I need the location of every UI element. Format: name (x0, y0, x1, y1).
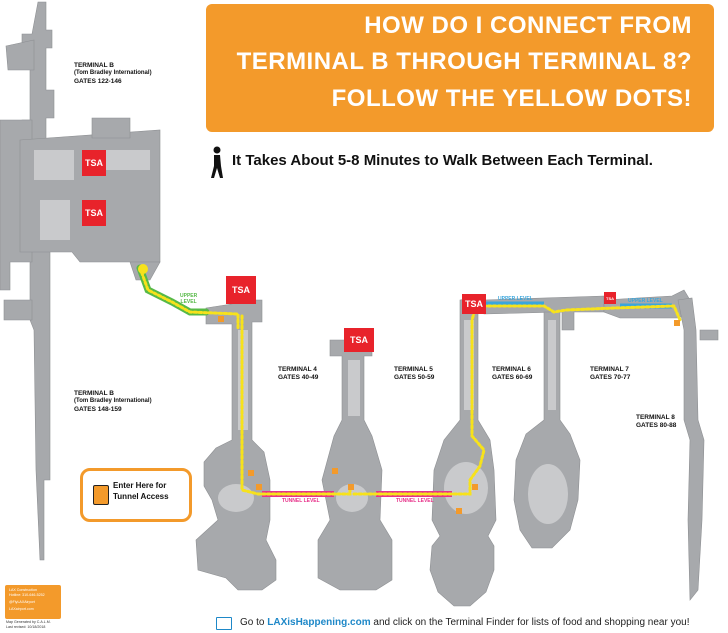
terminal-b-north-label: TERMINAL B (Tom Bradley International) G… (74, 62, 152, 85)
website-link[interactable]: LAXisHappening.com (267, 617, 371, 628)
tsa-marker: TSA (604, 292, 616, 304)
tsa-marker: TSA (82, 200, 106, 226)
footer-note: Go to LAXisHappening.com and click on th… (240, 617, 690, 628)
walking-person-icon (211, 146, 223, 178)
terminal-8-building (677, 297, 719, 601)
terminal-4-building (195, 299, 277, 591)
walk-time-note: It Takes About 5-8 Minutes to Walk Betwe… (232, 152, 653, 169)
tunnel-access-callout: Enter Here for Tunnel Access (80, 468, 192, 522)
title-line-1: HOW DO I CONNECT FROM (364, 12, 692, 39)
terminal-8-label: TERMINAL 8 GATES 80-88 (636, 414, 677, 430)
tsa-marker: TSA (226, 276, 256, 304)
computer-icon (216, 617, 232, 630)
tunnel-entrance-icon (93, 485, 109, 505)
upper-level-label-green: UPPER LEVEL (180, 293, 198, 305)
upper-level-label-t6: UPPER LEVEL (498, 296, 533, 302)
terminal-6-building (429, 295, 497, 607)
terminal-6-label: TERMINAL 6 GATES 60-69 (492, 366, 533, 382)
title-line-2: TERMINAL B THROUGH TERMINAL 8? (236, 48, 692, 75)
terminal-5-label: TERMINAL 5 GATES 50-59 (394, 366, 435, 382)
terminal-7-label: TERMINAL 7 GATES 70-77 (590, 366, 631, 382)
tunnel-level-label-t5: TUNNEL LEVEL (396, 498, 434, 504)
title-banner: HOW DO I CONNECT FROM TERMINAL B THROUGH… (206, 4, 714, 132)
terminal-b-south-label: TERMINAL B (Tom Bradley International) G… (74, 390, 152, 413)
tsa-marker: TSA (462, 294, 486, 314)
tunnel-level-label-t4: TUNNEL LEVEL (282, 498, 320, 504)
tsa-marker: TSA (82, 150, 106, 176)
upper-level-label-t7: UPPER LEVEL (628, 298, 663, 304)
info-legend: LAX Construction Hotline: 310-646-5252 @… (5, 585, 61, 619)
terminal-4-label: TERMINAL 4 GATES 40-49 (278, 366, 319, 382)
title-line-3: FOLLOW THE YELLOW DOTS! (331, 85, 692, 112)
tsa-marker: TSA (344, 328, 374, 352)
map-credit: Map Generated by C.A.L.M. Last revised: … (6, 620, 51, 629)
